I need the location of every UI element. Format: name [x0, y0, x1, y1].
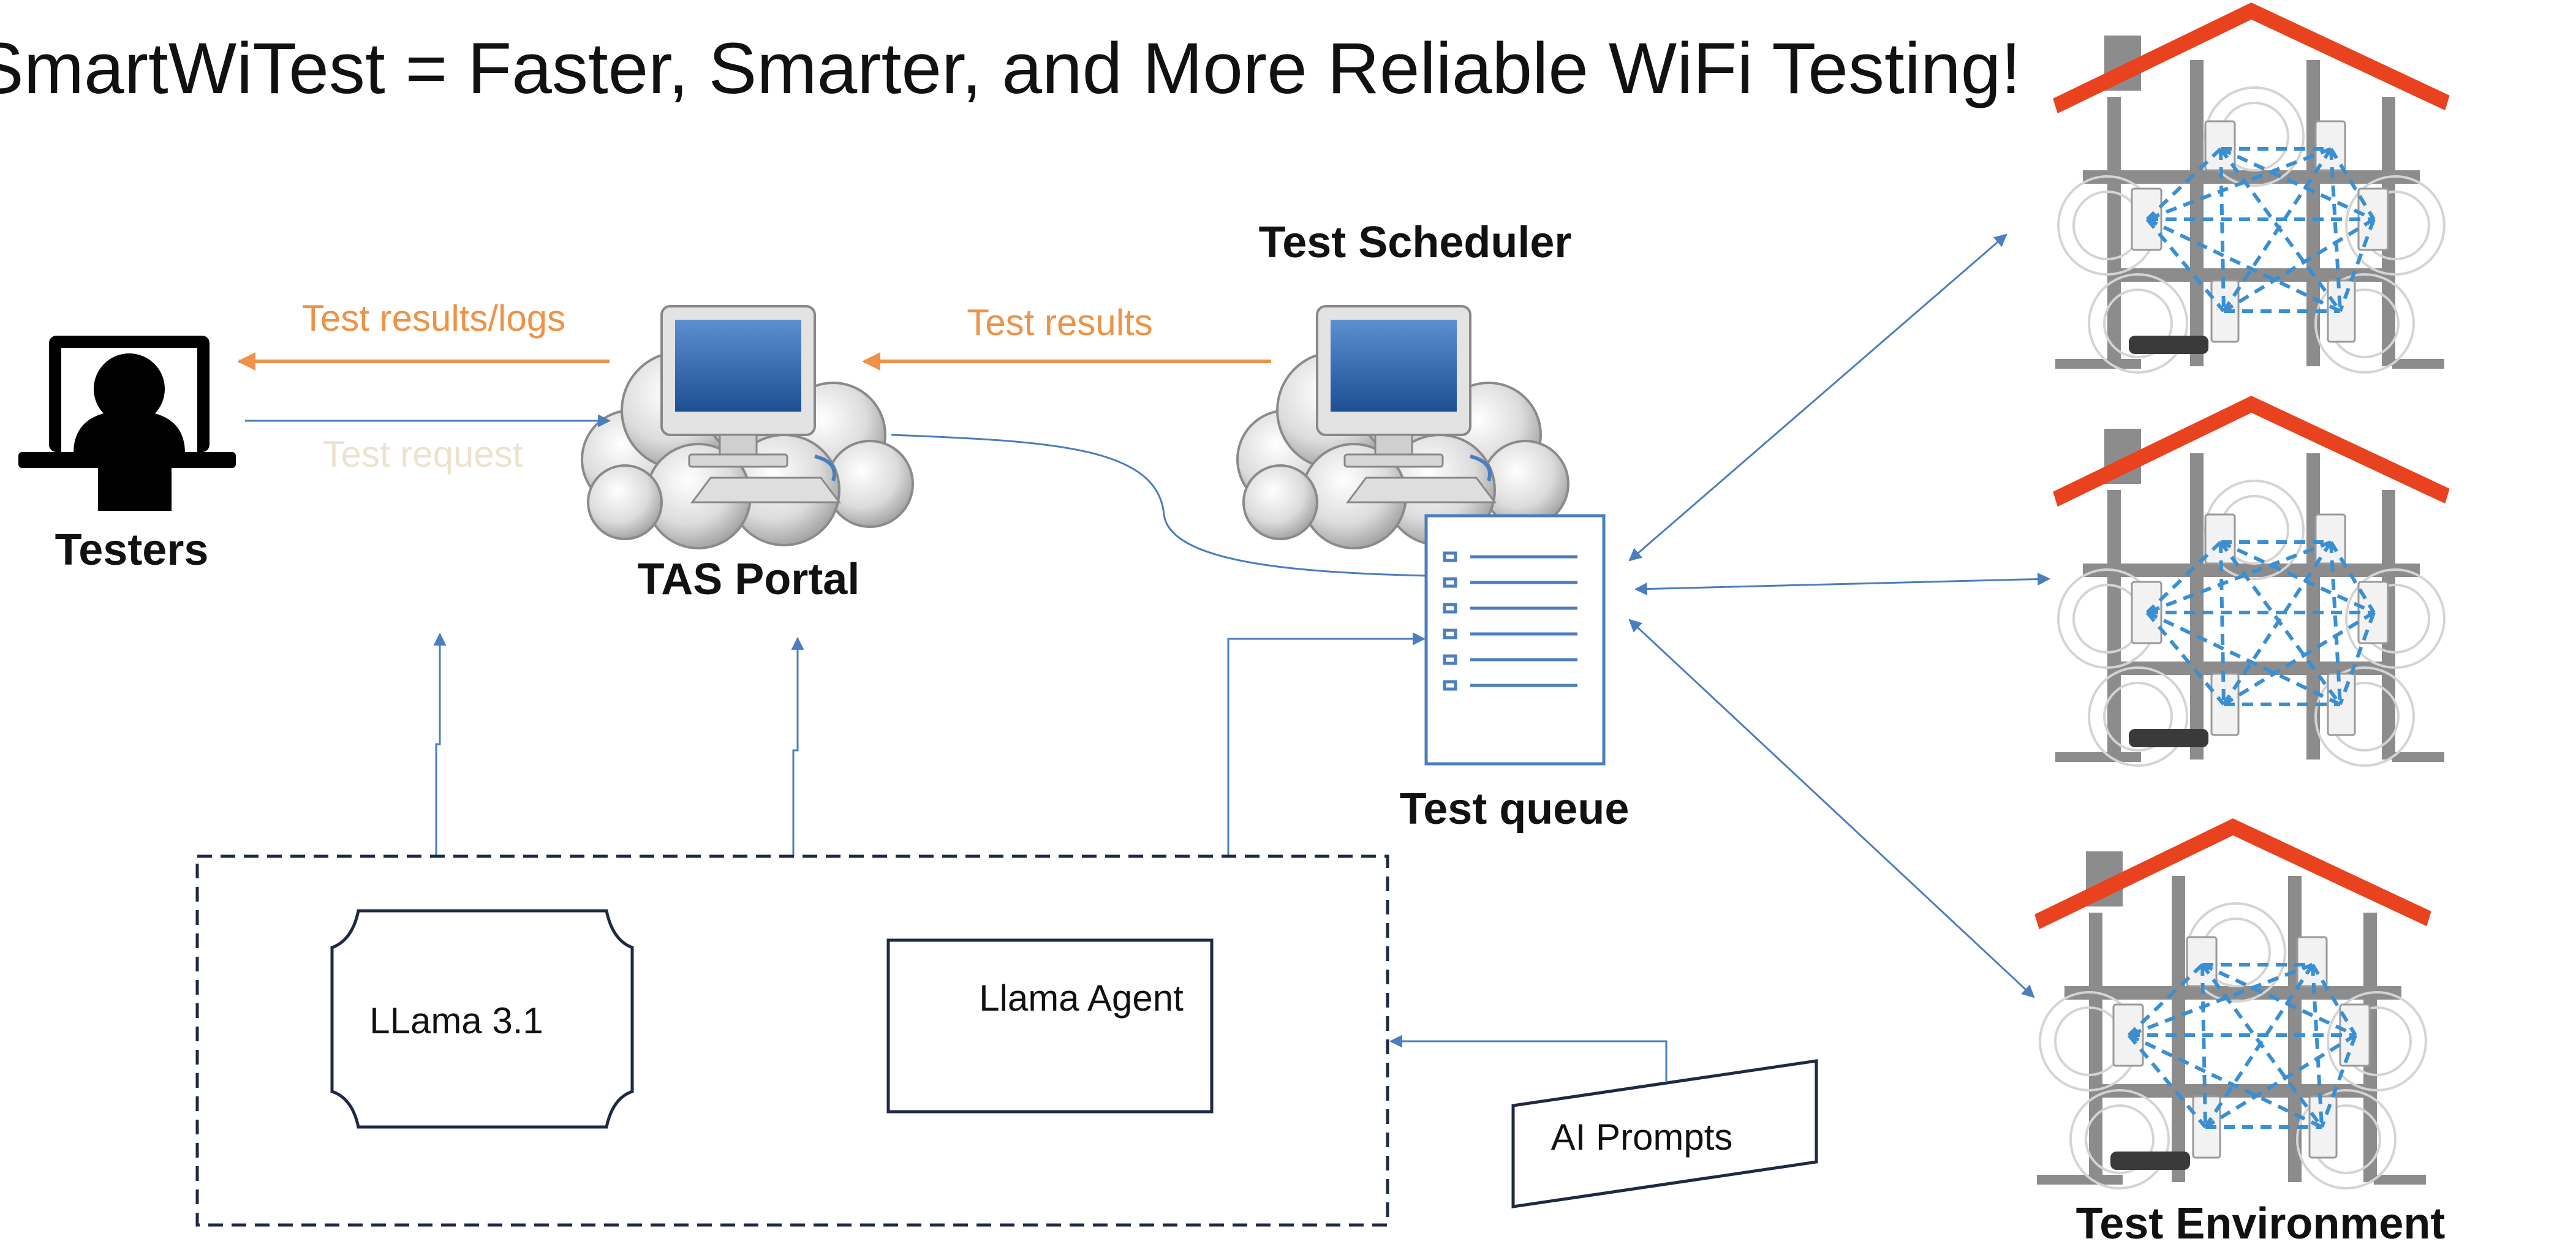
ai-to-portal-connector [791, 636, 804, 856]
llama-model-label: LLama 3.1 [369, 1000, 543, 1041]
test-house-2 [2055, 404, 2447, 766]
test-queue-icon [1424, 514, 1606, 766]
queue-to-house-2-arrow [1634, 572, 2051, 596]
portal-to-queue-connector [891, 434, 1428, 577]
test-results-label: Test results [967, 302, 1152, 343]
ai-prompts-label: AI Prompts [1551, 1117, 1733, 1158]
test-queue-label: Test queue [1400, 785, 1630, 834]
test-scheduler-label: Test Scheduler [1259, 218, 1572, 267]
test-house-1 [2055, 11, 2447, 372]
page-title: SmartWiTest = Faster, Smarter, and More … [0, 28, 2021, 109]
ai-prompts-box [1511, 1059, 1818, 1208]
queue-to-house-3-arrow [1628, 619, 2035, 998]
tester-icon [18, 336, 236, 511]
llama-agent-box [886, 938, 1214, 1114]
results-logs-label: Test results/logs [302, 298, 565, 339]
test-request-label: Test request [323, 434, 523, 475]
test-house-3 [2037, 827, 2429, 1188]
ai-to-testers-connector [433, 632, 447, 856]
prompts-to-agent-arrow [1389, 1035, 1668, 1081]
ai-to-queue-connector [1227, 632, 1426, 856]
ai-system-boundary [195, 854, 1389, 1227]
llama-model-box [330, 909, 634, 1129]
test-environment-label: Test Environment [2076, 1199, 2446, 1244]
tas-portal-label: TAS Portal [638, 555, 860, 604]
queue-to-house-1-arrow [1628, 233, 2008, 562]
llama-agent-label: Llama Agent [979, 978, 1184, 1019]
testers-label: Testers [55, 526, 209, 575]
tas-portal-icon [582, 306, 913, 548]
test-scheduler-icon [1237, 306, 1568, 548]
